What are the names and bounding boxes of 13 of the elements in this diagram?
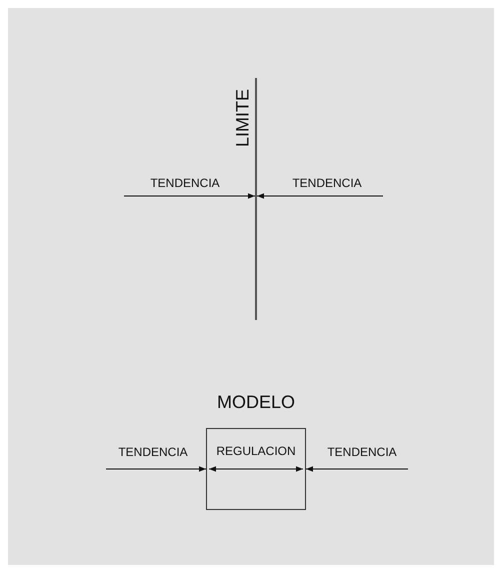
- edge-label: TENDENCIA: [150, 176, 220, 190]
- line-label: LIMITE: [232, 89, 254, 147]
- arrow: [124, 193, 256, 199]
- arrow: [306, 466, 408, 472]
- box-heading: MODELO: [217, 392, 295, 413]
- model-box: [206, 428, 306, 510]
- edge-label: TENDENCIA: [292, 176, 362, 190]
- edge-label: TENDENCIA: [118, 445, 188, 459]
- limit-line: [255, 78, 257, 320]
- arrow: [256, 193, 384, 199]
- box-label: REGULACION: [216, 444, 296, 458]
- arrow: [106, 466, 206, 472]
- edge-label: TENDENCIA: [327, 445, 397, 459]
